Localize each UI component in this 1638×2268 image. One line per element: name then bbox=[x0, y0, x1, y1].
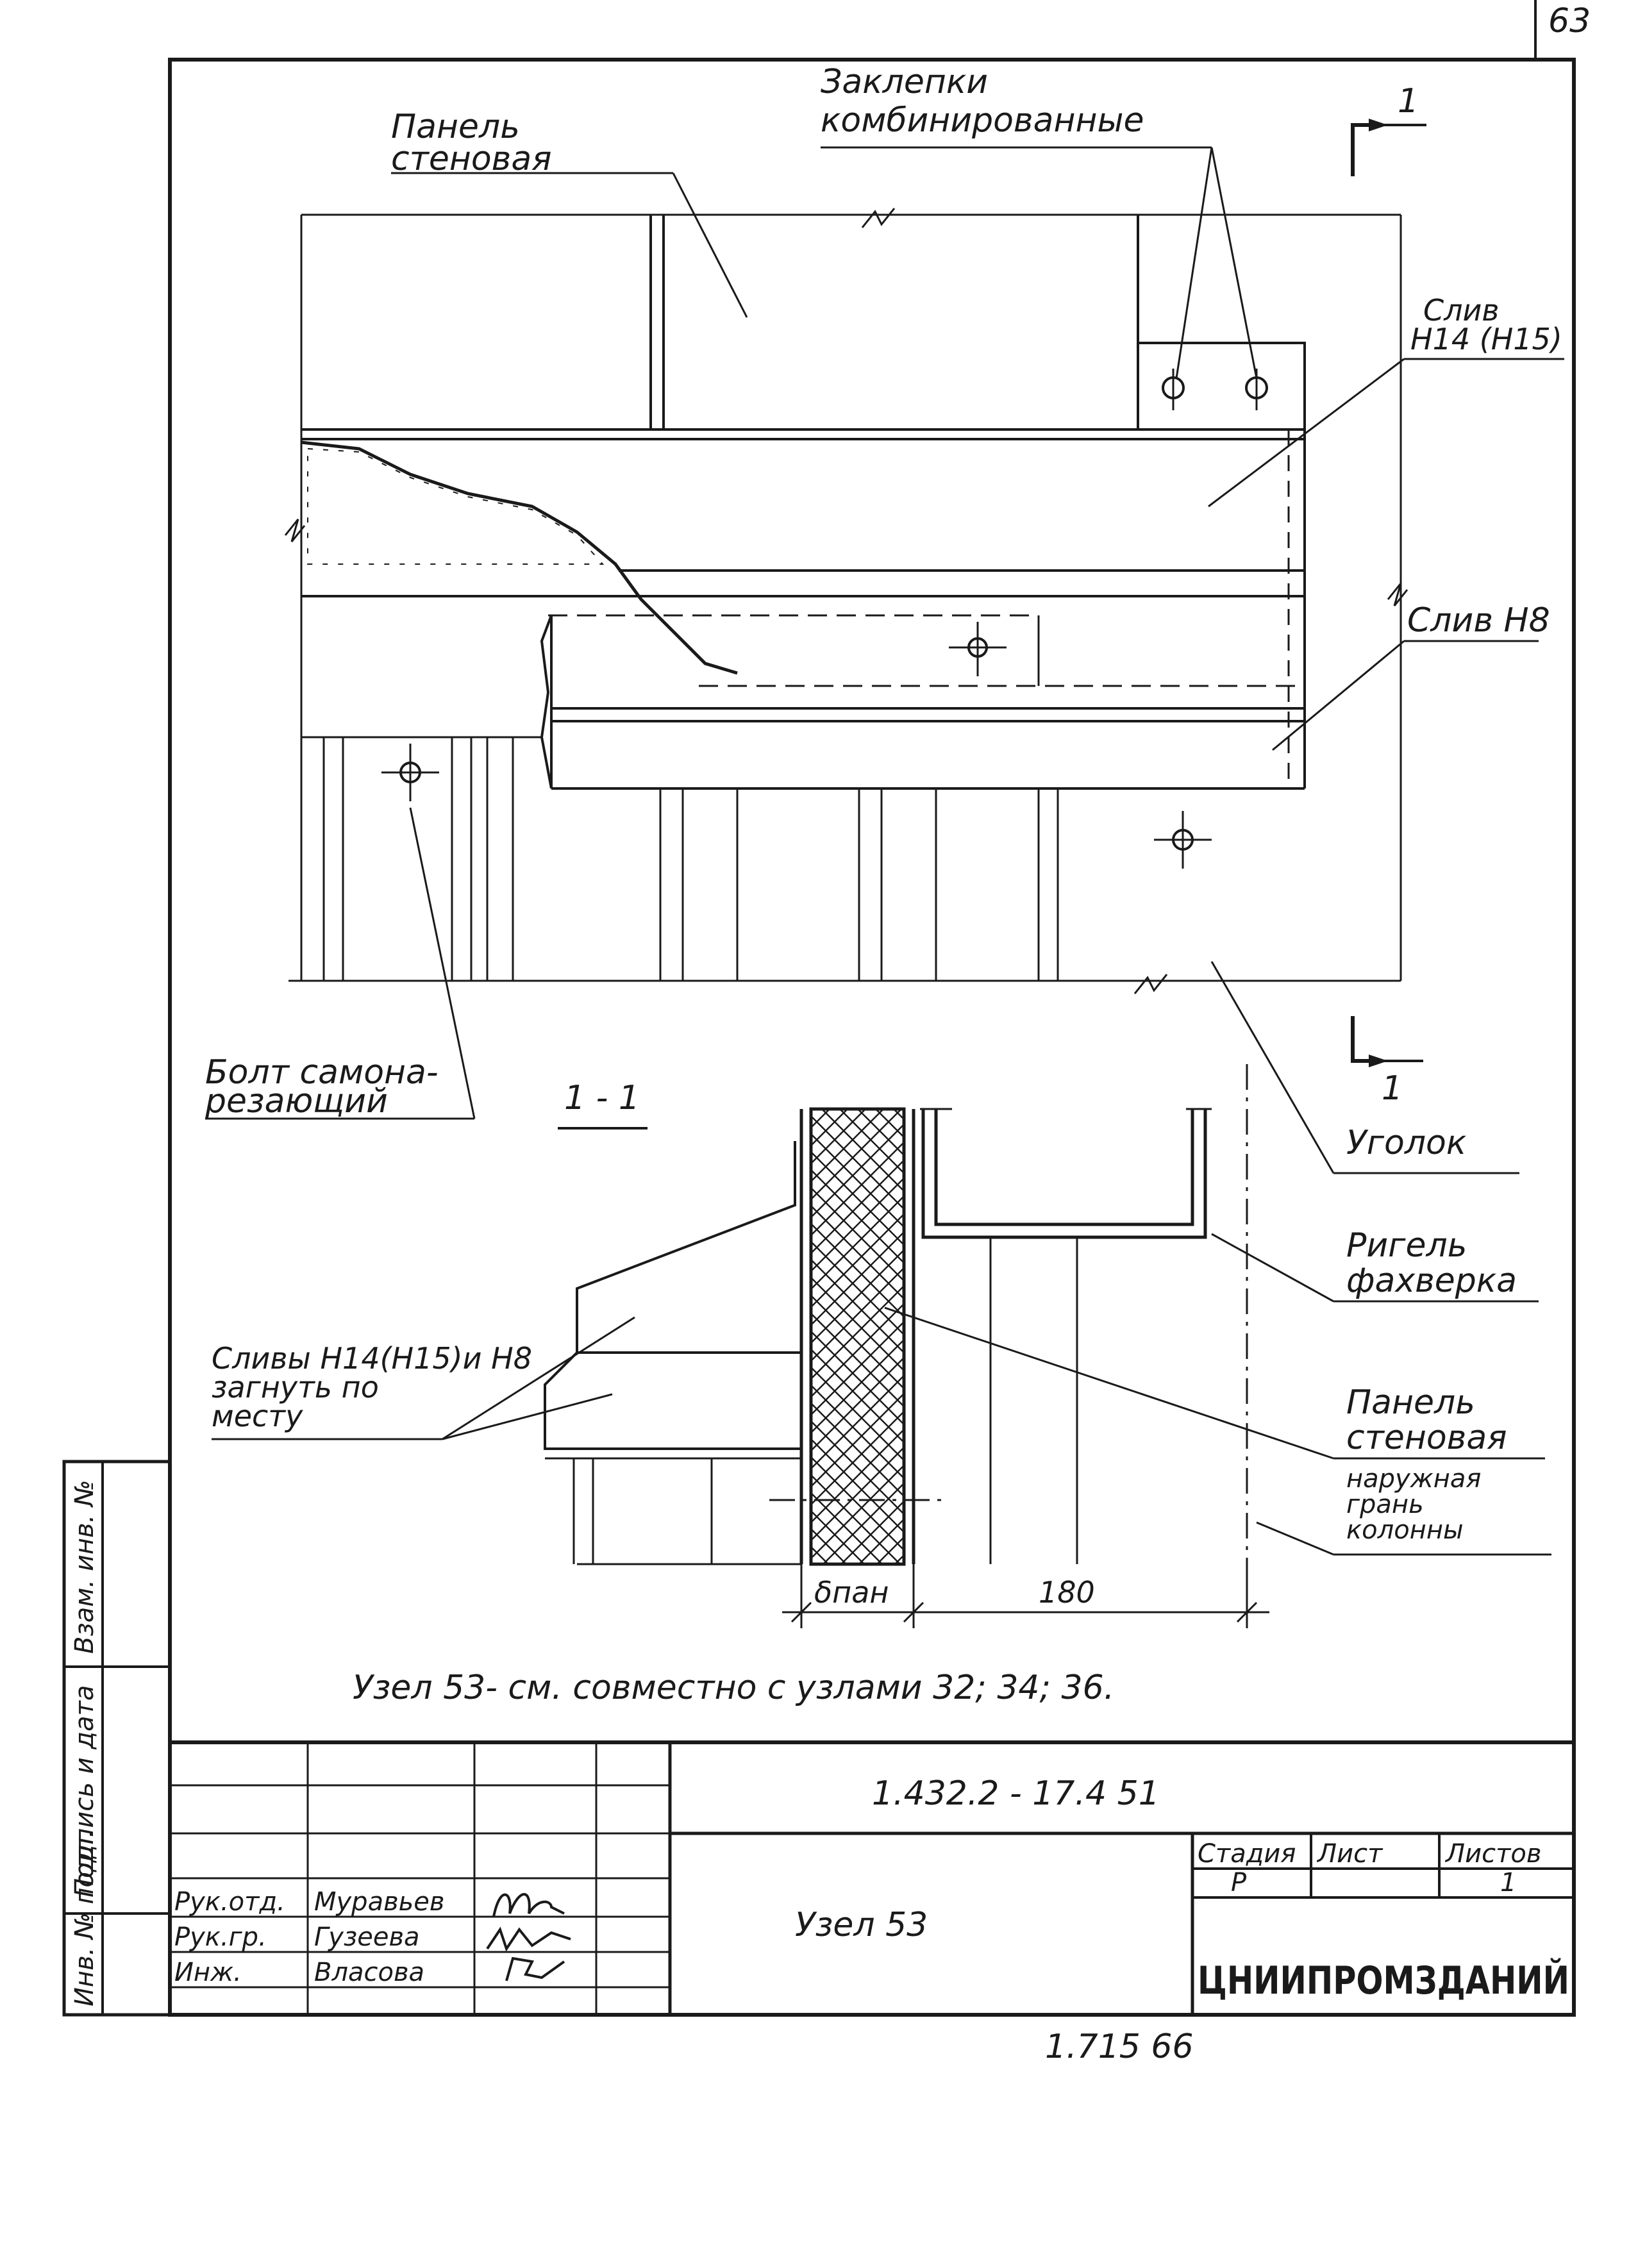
doc-code: 1.432.2 - 17.4 51 bbox=[872, 1774, 1160, 1813]
label-column-face-3: колонны bbox=[1346, 1515, 1464, 1545]
side-margin: Инв. № подл. Подпись и дата Взам. инв. № bbox=[62, 1460, 172, 2017]
label-slivy-1: Сливы Н14(Н15)и Н8 bbox=[212, 1341, 532, 1376]
signature-2 bbox=[486, 1926, 571, 1952]
label-panel-bottom-1: Панель bbox=[1346, 1383, 1475, 1422]
section-mark-bottom: 1 bbox=[1382, 1069, 1403, 1108]
label-rivets-1: Заклепки bbox=[821, 63, 988, 101]
person-role-3: Инж. bbox=[174, 1958, 242, 1987]
section-view: 1 - 1 bbox=[544, 1064, 1269, 1628]
bottom-number: 1.715 66 bbox=[1045, 2028, 1194, 2066]
label-slivy-3: месту bbox=[212, 1399, 303, 1433]
stamp-org: ЦНИИПРОМЗДАНИЙ bbox=[1198, 1957, 1569, 2003]
person-role-2: Рук.гр. bbox=[174, 1922, 267, 1952]
dim-180: 180 bbox=[1039, 1575, 1095, 1610]
label-rivets-2: комбинированные bbox=[821, 101, 1144, 140]
label-bolt-1: Болт самона- bbox=[205, 1053, 439, 1092]
node-note: Узел 53- см. совместно с узлами 32; 34; … bbox=[353, 1669, 1114, 1707]
title-block: 1.432.2 - 17.4 51 Узел 53 ЦНИИПРОМЗДАНИЙ… bbox=[168, 1740, 1576, 2017]
label-rigel-2: фахверка bbox=[1346, 1262, 1517, 1300]
page-number: 63 bbox=[1548, 2, 1591, 40]
label-sliv-h14-2: Н14 (Н15) bbox=[1410, 322, 1562, 356]
person-role-1: Рук.отд. bbox=[174, 1887, 285, 1917]
label-bolt-2: резающий bbox=[205, 1082, 388, 1121]
label-panel-top-2: стеновая bbox=[391, 140, 551, 178]
label-column-face-1: наружная bbox=[1346, 1464, 1482, 1494]
signature-3 bbox=[505, 1956, 565, 1981]
stamp-header-stage: Стадия bbox=[1198, 1839, 1296, 1869]
label-panel-top-1: Панель bbox=[391, 108, 520, 146]
section-title: 1 - 1 bbox=[564, 1079, 640, 1117]
stamp-value-sheets: 1 bbox=[1500, 1868, 1516, 1897]
stamp-title: Узел 53 bbox=[795, 1906, 928, 1944]
label-sliv-h14-1: Слив bbox=[1423, 293, 1500, 328]
stamp-header-sheets: Листов bbox=[1444, 1839, 1541, 1869]
label-column-face-2: грань bbox=[1346, 1490, 1424, 1519]
section-labels: Ригель фахверка Сливы Н14(Н15)и Н8 загну… bbox=[212, 1226, 1551, 1707]
stamp-header-sheet: Лист bbox=[1316, 1839, 1383, 1869]
margin-podpis: Подпись и дата bbox=[70, 1685, 99, 1897]
label-sliv-h8: Слив Н8 bbox=[1407, 601, 1550, 640]
person-name-2: Гузеева bbox=[314, 1922, 420, 1952]
person-name-3: Власова bbox=[314, 1958, 424, 1987]
top-view-labels: Панель стеновая Заклепки комбинированные… bbox=[205, 63, 1564, 1174]
person-name-1: Муравьев bbox=[314, 1887, 444, 1917]
label-panel-bottom-2: стеновая bbox=[1346, 1419, 1507, 1457]
section-mark-top: 1 bbox=[1398, 82, 1419, 121]
top-view: 1 1 bbox=[284, 82, 1426, 1108]
margin-inv-podl: Инв. № подл. bbox=[70, 1830, 99, 2006]
dim-panel-thickness: δпан bbox=[814, 1575, 889, 1610]
margin-vzam: Взам. инв. № bbox=[70, 1480, 99, 1654]
label-slivy-2: загнуть по bbox=[212, 1370, 379, 1405]
signature-1 bbox=[492, 1893, 565, 1917]
label-ugolok: Уголок bbox=[1346, 1124, 1467, 1162]
label-rigel-1: Ригель bbox=[1346, 1226, 1467, 1265]
stamp-value-stage: Р bbox=[1231, 1868, 1247, 1897]
